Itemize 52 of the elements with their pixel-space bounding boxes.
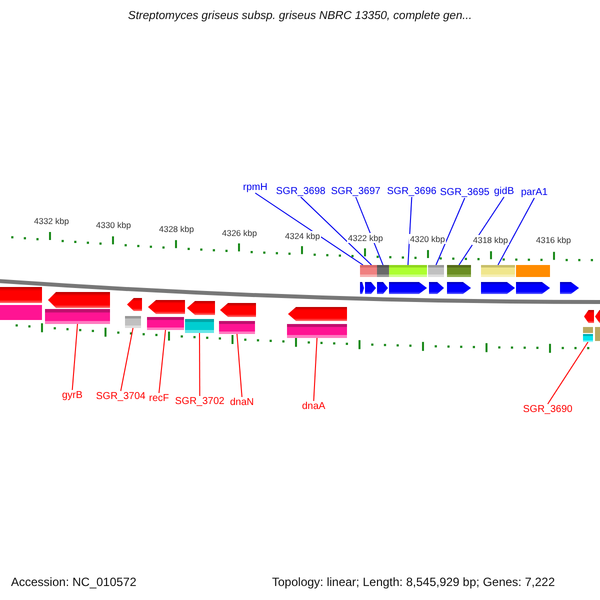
- scale-label: 4328 kbp: [158, 224, 195, 234]
- scale-label: 4332 kbp: [33, 216, 70, 226]
- gene-feature-bar: [389, 265, 427, 277]
- leader-line: [408, 196, 412, 266]
- gene-feature-bar: [219, 321, 255, 334]
- gene-feature-bar: [428, 265, 444, 277]
- gene-label: SGR_3695: [440, 187, 490, 198]
- leader-line: [120, 328, 134, 392]
- scale-label: 4320 kbp: [409, 234, 446, 244]
- scale-label: 4318 kbp: [472, 235, 509, 245]
- gene-feature-bar: [447, 265, 471, 277]
- gene-feature-bar: [583, 334, 593, 342]
- leader-line: [300, 196, 372, 266]
- leader-line: [236, 334, 242, 398]
- leader-line: [436, 198, 466, 266]
- leader-line: [498, 198, 535, 266]
- chart-title: Streptomyces griseus subsp. griseus NBRC 13350, complete gen...: [127, 10, 473, 22]
- gene-label: gidB: [494, 186, 514, 197]
- gene-feature-bar: [185, 319, 214, 333]
- leader-line: [158, 330, 166, 394]
- gene-label: dnaN: [230, 397, 254, 408]
- leader-line: [355, 196, 384, 266]
- gene-feature-bar: [366, 265, 377, 277]
- gene-feature-bar: [147, 317, 184, 330]
- scale-label: 4326 kbp: [221, 228, 258, 238]
- gene-label: SGR_3697: [331, 186, 380, 197]
- gene-label: recF: [149, 393, 169, 404]
- gene-feature-bar: [287, 324, 347, 338]
- gene-label: rpmH: [243, 182, 268, 193]
- leader-line: [313, 338, 318, 402]
- leader-line: [199, 332, 200, 396]
- gene-label: parA1: [521, 187, 548, 198]
- gene-feature-bar: [377, 265, 389, 277]
- gene-feature-bar: [45, 309, 110, 324]
- gene-label: SGR_3696: [387, 186, 436, 197]
- gene-feature-bar: [125, 316, 141, 328]
- scale-label: 4316 kbp: [535, 235, 572, 245]
- leader-line: [547, 342, 588, 404]
- scale-label: 4330 kbp: [95, 220, 132, 230]
- gene-label: dnaA: [302, 401, 326, 412]
- gene-label: gyrB: [62, 390, 83, 401]
- scale-label: 4322 kbp: [347, 233, 384, 243]
- gene-label: SGR_3704: [96, 391, 146, 402]
- gene-label: SGR_3698: [276, 186, 326, 197]
- info-text: Accession: NC_010572: [10, 575, 138, 589]
- gene-feature-bar: [360, 265, 366, 277]
- scale-label: 4324 kbp: [284, 231, 321, 241]
- gene-label: SGR_3702: [175, 396, 224, 407]
- info-text: Topology: linear; Length: 8,545,929 bp; Genes: 7,222: [271, 575, 556, 589]
- gene-feature-bar: [481, 265, 515, 277]
- gene-label: SGR_3690: [523, 404, 572, 415]
- leader-line: [254, 192, 364, 266]
